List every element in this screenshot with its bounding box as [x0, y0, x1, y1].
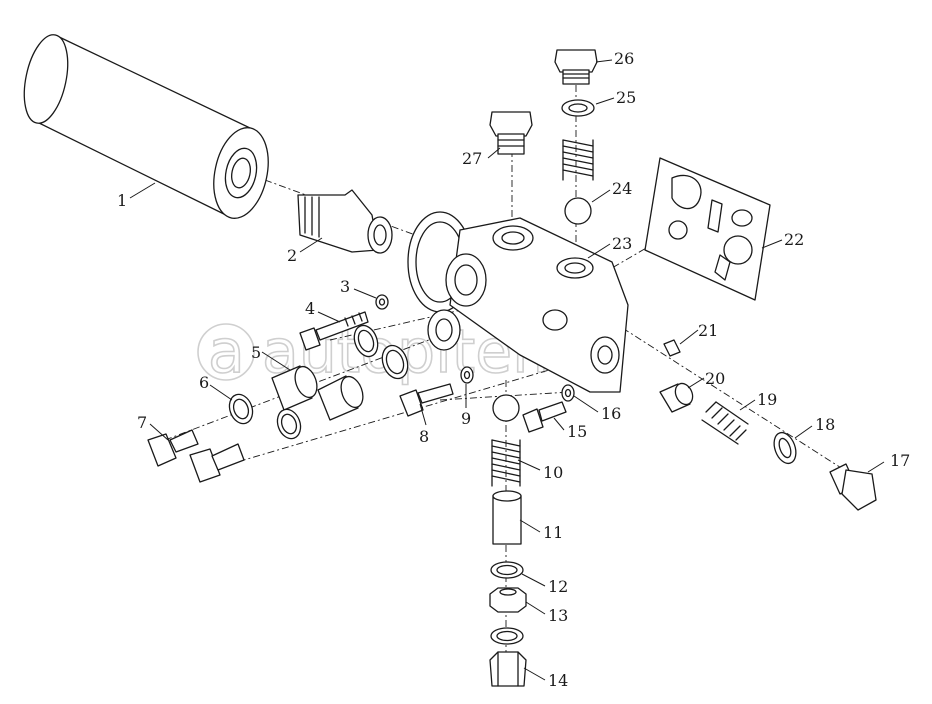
callout-labels: 1 2 3 4 5 6 7 8 9 10 11 12 13 14 15 16 1… [117, 49, 910, 690]
callout-19: 19 [757, 390, 777, 409]
plunger-20 [659, 382, 694, 413]
leader-lines [129, 59, 885, 681]
filter-cartridge [23, 34, 269, 219]
callout-6: 6 [199, 373, 209, 392]
callout-7: 7 [137, 413, 147, 432]
callout-17: 17 [890, 451, 910, 470]
callout-8: 8 [419, 427, 429, 446]
valve-housing [407, 211, 629, 393]
callout-20: 20 [705, 369, 725, 388]
threaded-nipple [297, 189, 393, 254]
ring-lower [490, 627, 524, 645]
washer-16 [561, 384, 575, 402]
spring-19 [701, 401, 749, 445]
callout-1: 1 [117, 191, 127, 210]
bolt-15 [522, 401, 567, 433]
banjo-bolt-upper [147, 429, 199, 467]
spring-top [562, 139, 594, 181]
washer-3 [375, 294, 389, 310]
callout-9: 9 [461, 409, 471, 428]
callout-25: 25 [616, 88, 636, 107]
washer-6b [276, 408, 302, 440]
callout-4: 4 [305, 299, 315, 318]
washer-18 [773, 431, 797, 465]
bolt-4 [299, 311, 369, 351]
callout-22: 22 [784, 230, 804, 249]
callout-11: 11 [543, 523, 563, 542]
cap-nut-14 [489, 651, 527, 687]
callout-18: 18 [815, 415, 835, 434]
plug-17 [829, 463, 877, 511]
callout-23: 23 [612, 234, 632, 253]
callout-3: 3 [340, 277, 350, 296]
callout-16: 16 [601, 404, 621, 423]
banjo-bolt-lower [189, 443, 245, 483]
ball-lower [492, 394, 520, 422]
sleeve-11 [492, 490, 522, 545]
pin-21 [663, 339, 681, 357]
ring-12 [490, 561, 524, 579]
callout-24: 24 [612, 179, 632, 198]
callout-21: 21 [698, 321, 718, 340]
sleeve-upper [271, 365, 318, 411]
callout-26: 26 [614, 49, 634, 68]
nut-13 [489, 587, 527, 613]
spring-10 [491, 439, 521, 487]
callout-12: 12 [548, 577, 568, 596]
callout-13: 13 [548, 606, 568, 625]
callout-10: 10 [543, 463, 563, 482]
callout-5: 5 [251, 343, 261, 362]
o-ring-upper [353, 324, 379, 358]
callout-27: 27 [462, 149, 482, 168]
washer-25 [561, 99, 595, 117]
top-plug-26 [554, 49, 598, 85]
plug-27 [489, 111, 533, 155]
ball-24 [564, 197, 592, 225]
watermark-logo-letter: a [208, 317, 245, 387]
sleeve-lower [317, 375, 364, 421]
callout-15: 15 [567, 422, 587, 441]
gasket [644, 157, 771, 301]
o-ring-middle [381, 344, 409, 380]
callout-2: 2 [287, 246, 297, 265]
callout-14: 14 [548, 671, 568, 690]
washer-9 [460, 366, 474, 384]
washer-6a [228, 393, 254, 425]
bolt-8 [399, 383, 454, 417]
